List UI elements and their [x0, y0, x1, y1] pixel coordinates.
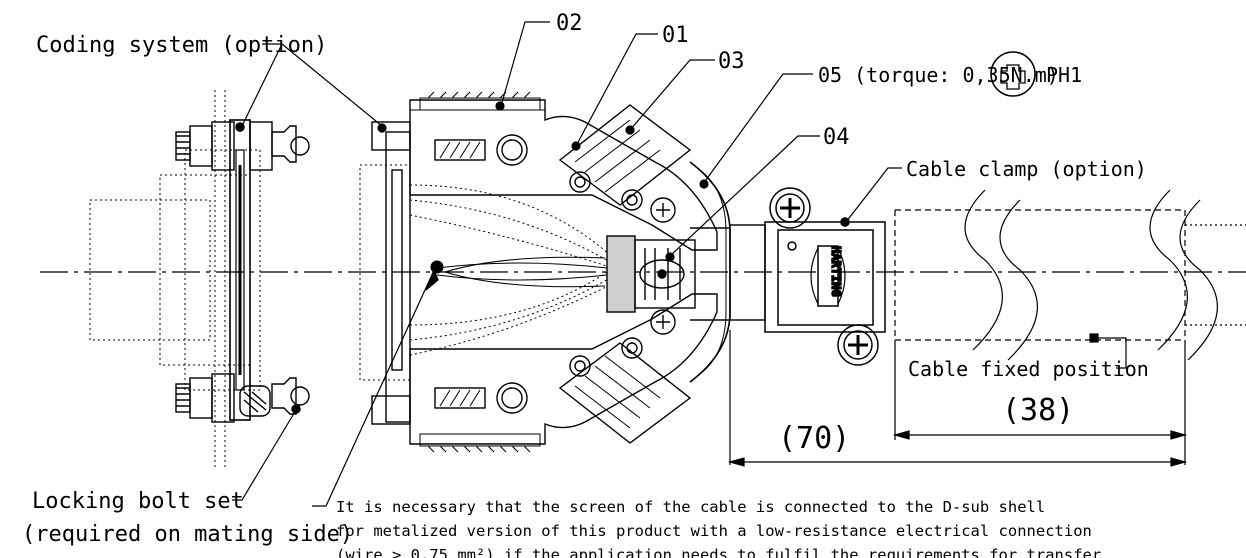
harting-logo: HARTING — [829, 246, 843, 297]
label-part-03: 03 — [718, 49, 745, 74]
lower-latch — [558, 337, 692, 444]
dimensions — [727, 330, 1188, 467]
label-part-02: 02 — [556, 11, 583, 36]
dimension-38: (38) — [1002, 393, 1074, 428]
label-ph1: PH1 — [1046, 63, 1082, 87]
note-line-3: (wire > 0,75 mm²) if the application nee… — [336, 546, 1101, 558]
note-line-1: It is necessary that the screen of the c… — [336, 498, 1045, 516]
cable-outline — [894, 189, 1246, 361]
label-part-04: 04 — [823, 125, 850, 150]
label-cable-clamp: Cable clamp (option) — [906, 157, 1147, 181]
label-locking-bolt-1: Locking bolt set — [32, 489, 244, 514]
phillips-screwdriver-icon — [990, 51, 1036, 97]
upper-latch — [558, 104, 692, 211]
label-cable-fixed-position: Cable fixed position — [908, 357, 1149, 381]
bottom-screw-left — [175, 373, 310, 423]
leader-lines — [232, 21, 1127, 507]
cable-braid — [430, 256, 608, 288]
label-part-01: 01 — [662, 23, 689, 48]
dimension-70: (70) — [778, 421, 850, 456]
knurled-clamp — [606, 235, 636, 313]
label-coding-system: Coding system (option) — [36, 33, 327, 58]
note-line-2: for metalized version of this product wi… — [336, 522, 1092, 540]
label-part-05: 05 (torque: 0,35N.m) — [818, 63, 1059, 87]
mating-connector — [89, 90, 310, 468]
cable-clamp: HARTING — [764, 187, 886, 366]
label-locking-bolt-2: (required on mating side) — [22, 522, 353, 547]
